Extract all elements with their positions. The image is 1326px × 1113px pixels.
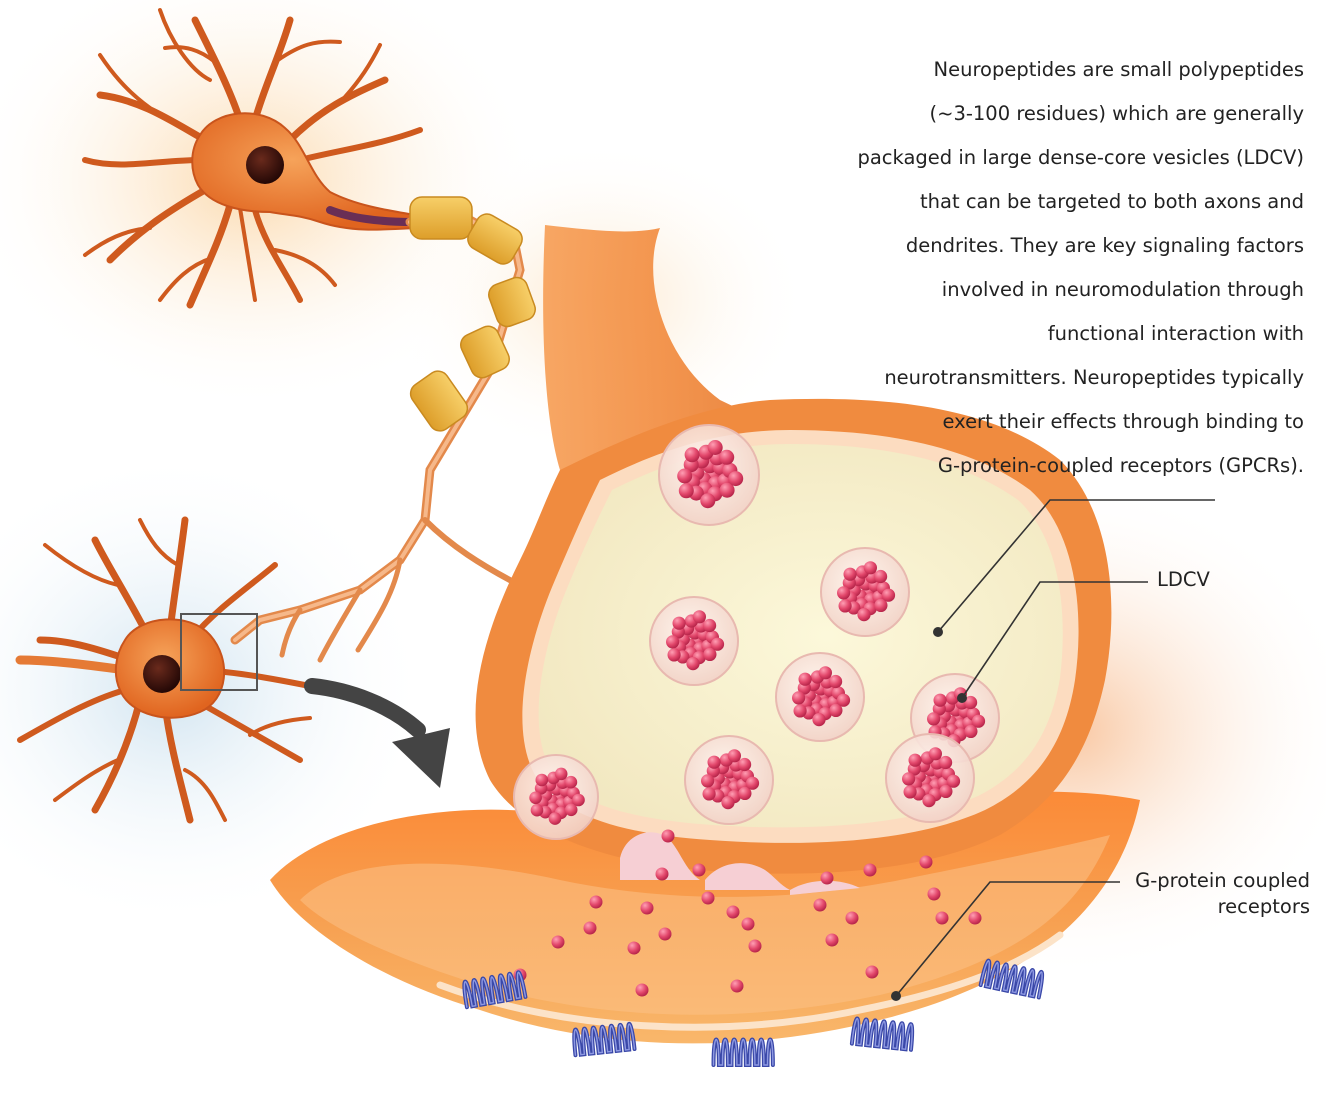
description-line: (~3-100 residues) which are generally: [784, 92, 1304, 136]
neuropeptide-dot: [846, 912, 859, 925]
gpcr-label-line: receptors: [1080, 894, 1310, 920]
neuropeptide-dot: [936, 912, 949, 925]
ldcv-label: LDCV: [1157, 568, 1210, 591]
ldcv-vesicle-icon: [821, 548, 909, 636]
description-line: G-protein-coupled receptors (GPCRs).: [784, 444, 1304, 488]
neuropeptide-dot: [742, 918, 755, 931]
neuropeptide-dot: [656, 868, 669, 881]
neuropeptide-dot: [590, 896, 603, 909]
gpcr-label-line: G-protein coupled: [1080, 868, 1310, 894]
description-line: that can be targeted to both axons and: [784, 180, 1304, 224]
neuropeptide-dot: [866, 966, 879, 979]
neuropeptide-dot: [864, 864, 877, 877]
neuropeptide-dot: [693, 864, 706, 877]
neuropeptide-dot: [826, 934, 839, 947]
neuropeptide-dot: [662, 830, 675, 843]
ldcv-vesicle-icon: [776, 653, 864, 741]
neuropeptide-dot: [920, 856, 933, 869]
neuropeptide-dot: [702, 892, 715, 905]
neuropeptide-dot: [636, 984, 649, 997]
ldcv-vesicle-icon: [886, 734, 974, 822]
neuropeptide-dot: [584, 922, 597, 935]
neuropeptide-dot: [731, 980, 744, 993]
neuropeptide-dot: [659, 928, 672, 941]
description-line: neurotransmitters. Neuropeptides typical…: [784, 356, 1304, 400]
neuropeptide-dot: [814, 899, 827, 912]
gpcr-label: G-protein coupled receptors: [1080, 868, 1310, 920]
description-line: Neuropeptides are small polypeptides: [784, 48, 1304, 92]
lower-neuron-nucleus: [143, 655, 181, 693]
neuropeptide-dot: [821, 872, 834, 885]
neuropeptide-dot: [969, 912, 982, 925]
neuropeptide-dot: [552, 936, 565, 949]
description-text: Neuropeptides are small polypeptides (~3…: [784, 48, 1304, 488]
neuropeptide-dot: [641, 902, 654, 915]
description-line: packaged in large dense-core vesicles (L…: [784, 136, 1304, 180]
upper-neuron-nucleus: [246, 146, 284, 184]
ldcv-vesicle-icon: [514, 755, 598, 839]
description-line: dendrites. They are key signaling factor…: [784, 224, 1304, 268]
ldcv-vesicle-icon: [659, 425, 759, 525]
neuropeptide-dot: [928, 888, 941, 901]
description-line: functional interaction with: [784, 312, 1304, 356]
neuropeptide-dot: [749, 940, 762, 953]
description-line: involved in neuromodulation through: [784, 268, 1304, 312]
ldcv-vesicle-icon: [650, 597, 738, 685]
neuropeptide-dot: [727, 906, 740, 919]
neuropeptide-dot: [628, 942, 641, 955]
ldcv-vesicle-icon: [685, 736, 773, 824]
description-line: exert their effects through binding to: [784, 400, 1304, 444]
